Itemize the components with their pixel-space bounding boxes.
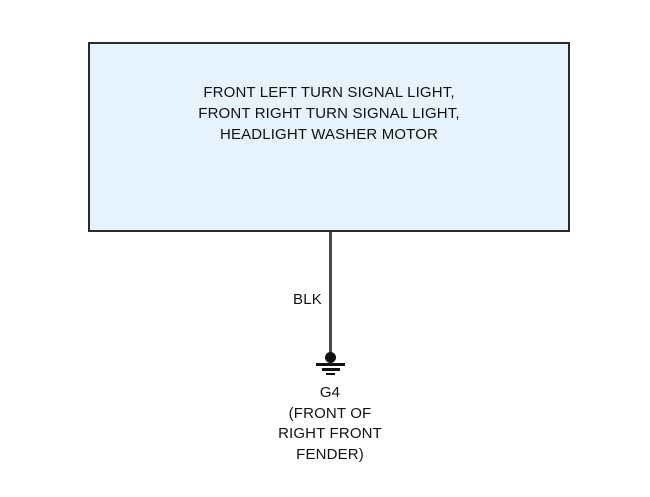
ground-caption-line-2: (FRONT OF <box>288 404 372 422</box>
chassis-ground-symbol <box>302 350 359 376</box>
ground-caption-line-1: G4 <box>319 384 341 401</box>
ground-node-dot <box>325 352 336 363</box>
ground-bar-short <box>326 372 335 375</box>
component-label-line-3: HEADLIGHT WASHER MOTOR <box>219 126 439 143</box>
component-box-label: FRONT LEFT TURN SIGNAL LIGHT, FRONT RIGH… <box>90 82 568 145</box>
ground-caption-line-4: FENDER) <box>296 445 364 463</box>
component-box: FRONT LEFT TURN SIGNAL LIGHT, FRONT RIGH… <box>88 42 570 232</box>
ground-wire <box>329 232 332 358</box>
component-label-line-1: FRONT LEFT TURN SIGNAL LIGHT, <box>203 84 455 101</box>
ground-caption: G4 (FRONT OF RIGHT FRONT FENDER) <box>230 383 430 465</box>
ground-bar-wide <box>316 363 345 366</box>
component-label-line-2: FRONT RIGHT TURN SIGNAL LIGHT, <box>198 105 460 122</box>
ground-bar-medium <box>321 368 340 371</box>
ground-caption-line-3: RIGHT FRONT <box>278 425 382 442</box>
wire-color-label: BLK <box>293 291 322 308</box>
